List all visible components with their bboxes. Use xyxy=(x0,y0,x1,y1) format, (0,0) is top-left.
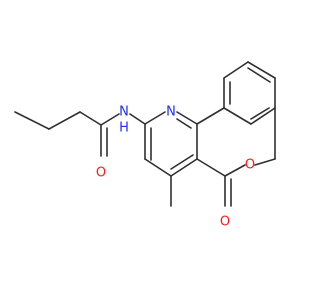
bond-n1-c10b-inner xyxy=(176,118,192,129)
benzene-ring xyxy=(223,61,276,160)
bond-c2-c3 xyxy=(48,111,81,130)
bond-c4-n xyxy=(100,113,120,126)
atom-label-o-lactone-carbonyl: O xyxy=(220,215,230,230)
bond-benz-inner-2 xyxy=(250,107,270,120)
bond-c10a-c6 xyxy=(196,158,226,177)
atom-label-n-ring: N xyxy=(166,105,176,120)
atom-labels: N H N O O O xyxy=(96,105,255,230)
bond-c10a-c4ring xyxy=(170,158,198,177)
butanoyl-chain xyxy=(14,111,102,130)
amide-group xyxy=(100,113,146,157)
bond-c15-c16 xyxy=(223,61,249,79)
bond-c12-c13 xyxy=(250,107,276,125)
bond-c2ring-n1 xyxy=(144,111,166,125)
atom-label-o-amide-carbonyl: O xyxy=(96,166,106,181)
bond-n1-c10b xyxy=(176,111,198,125)
atom-label-n-amide: N xyxy=(119,105,129,120)
bond-c1-c2 xyxy=(14,111,50,130)
bond-c14-c15 xyxy=(247,61,276,79)
bond-n-c2ring xyxy=(129,113,146,125)
bond-oring-c7 xyxy=(254,158,276,166)
bond-c6-oring xyxy=(224,164,246,177)
lactone-ring xyxy=(196,107,276,207)
bond-c10a-c4ring-inner xyxy=(170,154,194,170)
bond-c4ring-c3 xyxy=(144,158,172,177)
bond-c3-c4 xyxy=(79,111,102,126)
atom-label-o-ring: O xyxy=(245,158,255,173)
structure-canvas: N H N O O O xyxy=(14,61,276,230)
molecule-structure: N H N O O O xyxy=(14,61,276,230)
atom-label-h-amide: H xyxy=(119,121,129,136)
bond-c11-c12 xyxy=(223,107,252,125)
bond-c10b-c11 xyxy=(196,107,225,125)
bond-benz-inner-3 xyxy=(247,67,271,83)
pyridine-ring xyxy=(144,111,198,177)
